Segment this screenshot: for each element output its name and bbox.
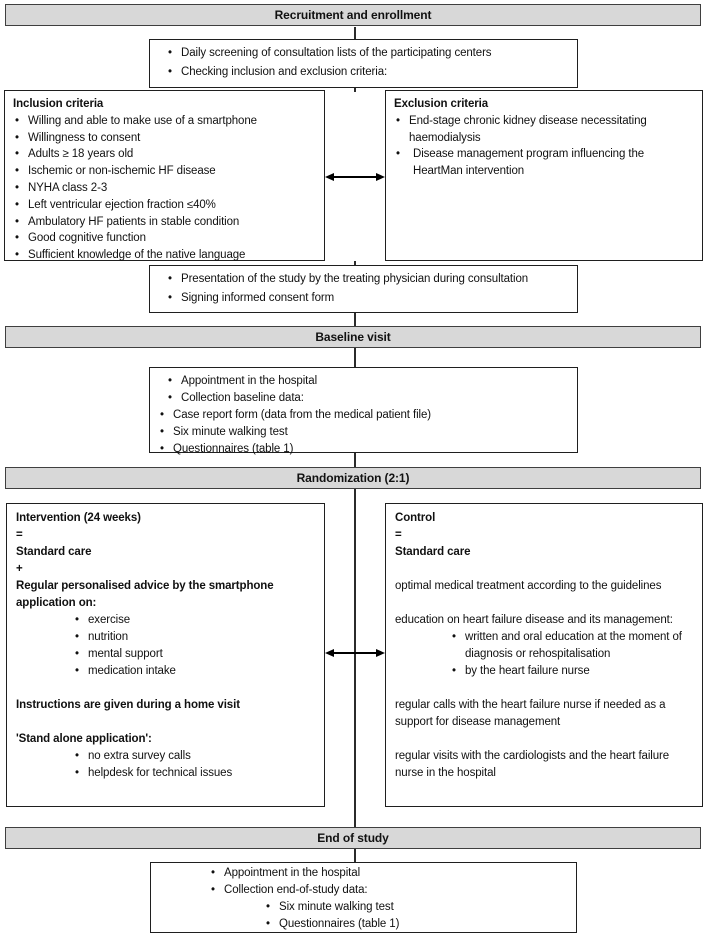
box-title: Inclusion criteria xyxy=(13,98,104,110)
bullet-item: Left ventricular ejection fraction ≤40% xyxy=(13,197,316,214)
plus-sign: + xyxy=(16,563,23,575)
bullet-item: exercise xyxy=(73,612,315,629)
connector-line xyxy=(354,313,356,326)
arrow-shaft xyxy=(334,652,376,654)
bullet-item: medication intake xyxy=(73,663,315,680)
bullet-item: Six minute walking test xyxy=(264,899,568,916)
bullet-item: nutrition xyxy=(73,629,315,646)
bullet-item: Questionnaires (table 1) xyxy=(264,916,568,933)
bullet-item: Disease management program influencing t… xyxy=(394,146,694,180)
advice-heading: Regular personalised advice by the smart… xyxy=(16,580,274,609)
box-title: Exclusion criteria xyxy=(394,98,489,110)
connector-line xyxy=(354,88,356,92)
control-paragraph: optimal medical treatment according to t… xyxy=(395,580,662,592)
control-paragraph: regular visits with the cardiologists an… xyxy=(395,750,670,779)
standard-care-label: Standard care xyxy=(395,546,471,558)
connector-line xyxy=(354,261,356,265)
bullet-item: Willing and able to make use of a smartp… xyxy=(13,113,316,130)
control-paragraph: regular calls with the heart failure nur… xyxy=(395,699,666,728)
bullet-item: Signing informed consent form xyxy=(166,289,569,308)
banner-randomization-label: Randomization (2:1) xyxy=(296,471,410,485)
banner-recruitment: Recruitment and enrollment xyxy=(5,4,701,26)
bullet-item: written and oral education at the moment… xyxy=(450,629,693,663)
bullet-item: Adults ≥ 18 years old xyxy=(13,146,316,163)
bullet-item: helpdesk for technical issues xyxy=(73,765,315,782)
bullet-item: NYHA class 2-3 xyxy=(13,180,316,197)
double-arrow-icon xyxy=(325,646,385,660)
exclusion-criteria-box: Exclusion criteria End-stage chronic kid… xyxy=(385,90,703,261)
consent-box: Presentation of the study by the treatin… xyxy=(149,265,578,313)
connector-line xyxy=(354,27,356,39)
bullet-item: Sufficient knowledge of the native langu… xyxy=(13,247,316,264)
connector-line xyxy=(354,453,356,467)
connector-line xyxy=(354,348,356,367)
banner-end-of-study: End of study xyxy=(5,827,701,849)
bullet-item: Case report form (data from the medical … xyxy=(158,407,569,424)
bullet-item: Appointment in the hospital xyxy=(209,865,568,882)
bullet-item: Good cognitive function xyxy=(13,230,316,247)
inclusion-criteria-box: Inclusion criteria Willing and able to m… xyxy=(4,90,325,264)
arrow-shaft xyxy=(334,176,376,178)
control-paragraph: education on heart failure disease and i… xyxy=(395,614,673,626)
bullet-item: Collection baseline data: xyxy=(166,390,569,407)
box-title: Control xyxy=(395,512,436,524)
banner-baseline-visit: Baseline visit xyxy=(5,326,701,348)
bullet-item: mental support xyxy=(73,646,315,663)
standalone-heading: 'Stand alone application': xyxy=(16,733,152,745)
control-box: Control = Standard care optimal medical … xyxy=(385,503,703,807)
bullet-item: Ambulatory HF patients in stable conditi… xyxy=(13,214,316,231)
bullet-item: by the heart failure nurse xyxy=(450,663,693,680)
bullet-item: Checking inclusion and exclusion criteri… xyxy=(166,63,569,82)
bullet-item: Daily screening of consultation lists of… xyxy=(166,44,569,63)
arrow-left-head xyxy=(325,649,334,657)
bullet-item: Appointment in the hospital xyxy=(166,373,569,390)
baseline-data-box: Appointment in the hospital Collection b… xyxy=(149,367,578,458)
screening-box: Daily screening of consultation lists of… xyxy=(149,39,578,88)
bullet-item: no extra survey calls xyxy=(73,748,315,765)
intervention-box: Intervention (24 weeks) = Standard care … xyxy=(6,503,325,807)
bullet-item: Willingness to consent xyxy=(13,130,316,147)
arrow-left-head xyxy=(325,173,334,181)
equals-sign: = xyxy=(16,529,23,541)
equals-sign: = xyxy=(395,529,402,541)
double-arrow-icon xyxy=(325,170,385,184)
banner-baseline-visit-label: Baseline visit xyxy=(315,330,391,344)
bullet-item: Presentation of the study by the treatin… xyxy=(166,270,569,289)
arrow-right-head xyxy=(376,173,385,181)
bullet-item: Ischemic or non-ischemic HF disease xyxy=(13,163,316,180)
bullet-item: End-stage chronic kidney disease necessi… xyxy=(394,113,694,147)
banner-randomization: Randomization (2:1) xyxy=(5,467,701,489)
arrow-right-head xyxy=(376,649,385,657)
bullet-item: Collection end-of-study data: xyxy=(209,882,568,899)
banner-recruitment-label: Recruitment and enrollment xyxy=(274,8,432,22)
connector-line xyxy=(354,849,356,862)
box-title: Intervention (24 weeks) xyxy=(16,512,141,524)
end-of-study-box: Appointment in the hospital Collection e… xyxy=(150,862,577,933)
banner-end-of-study-label: End of study xyxy=(317,831,389,845)
instructions-note: Instructions are given during a home vis… xyxy=(16,699,240,711)
bullet-item: Six minute walking test xyxy=(158,424,569,441)
bullet-item: Questionnaires (table 1) xyxy=(158,441,569,458)
standard-care-label: Standard care xyxy=(16,546,92,558)
connector-line xyxy=(354,489,356,827)
